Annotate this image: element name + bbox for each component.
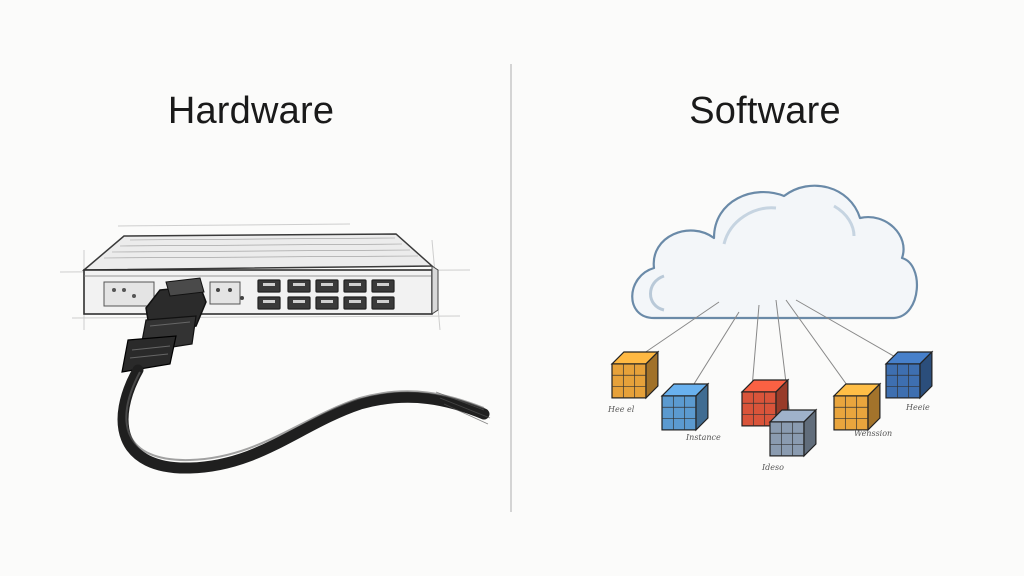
vm-cube: Heeie [884, 350, 934, 412]
vm-cube: Instance [660, 382, 721, 442]
vm-cube-label: Ideso [761, 463, 784, 472]
vm-cube-label: Hee el [607, 405, 635, 414]
vm-cube: Wenssion [832, 382, 892, 438]
vm-cube-label: Instance [685, 433, 721, 442]
vm-cube-label: Wenssion [854, 429, 892, 438]
vm-cube: Ideso [761, 408, 818, 472]
cloud-icon [631, 184, 919, 320]
hardware-title: Hardware [167, 90, 335, 132]
network-switch-illustration [59, 223, 491, 474]
vm-cube: Hee el [607, 350, 660, 414]
hardware-panel: Hardware [0, 0, 510, 576]
vm-cube [740, 378, 790, 428]
ethernet-plug [121, 277, 207, 373]
vm-cube-label: Heeie [905, 403, 930, 412]
software-title: Software [689, 90, 841, 132]
ethernet-cable [117, 364, 490, 474]
center-divider [510, 64, 512, 512]
